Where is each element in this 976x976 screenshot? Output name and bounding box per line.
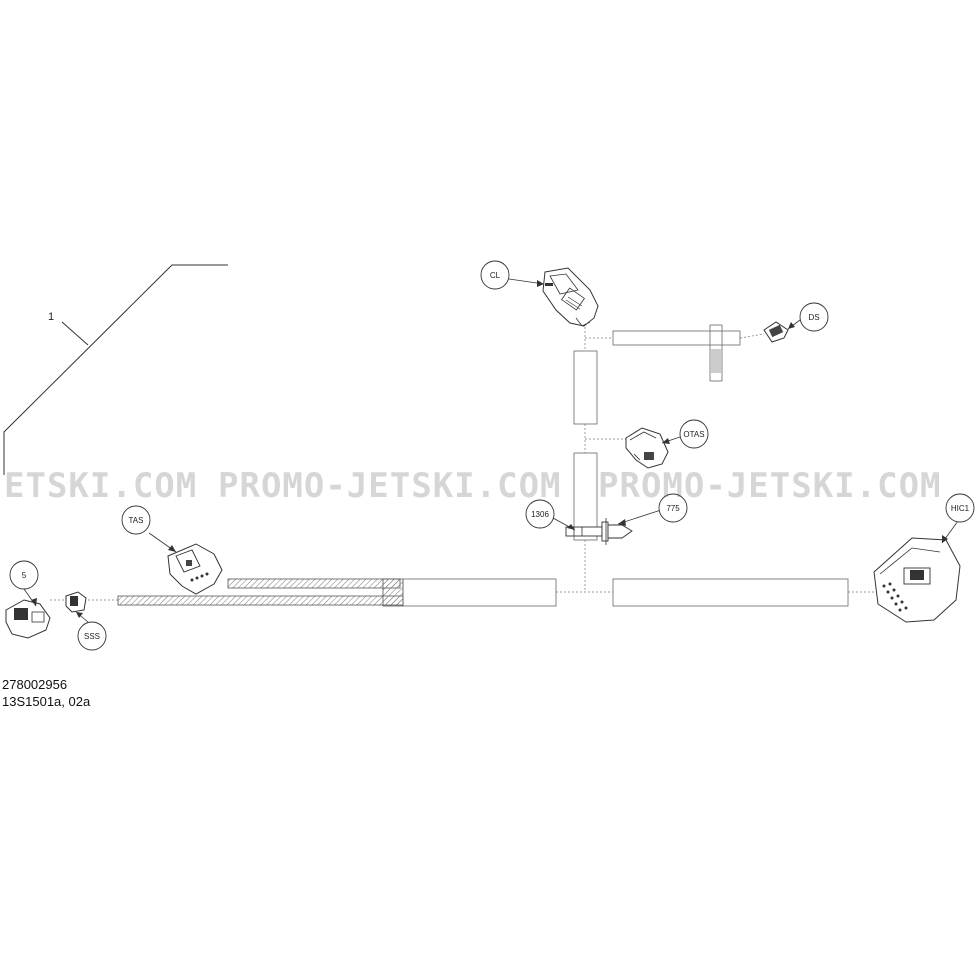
hic1-connector [873, 537, 961, 623]
callout-ds: DS [799, 302, 829, 332]
otas-sensor [625, 427, 669, 469]
callout-tas: TAS [121, 505, 151, 535]
callout-hic1: HIC1 [945, 493, 975, 523]
callout-775: 775 [658, 493, 688, 523]
tas-connector [167, 543, 223, 595]
callout-hic1-label: HIC1 [951, 504, 970, 513]
ds-branch [612, 324, 765, 382]
callout-tas-label: TAS [129, 516, 144, 525]
sss-connector [65, 591, 87, 613]
callout-1306-label: 1306 [531, 510, 549, 519]
callout-ds-label: DS [808, 313, 819, 322]
callout-sss: SSS [77, 621, 107, 651]
callout-775-label: 775 [666, 504, 680, 513]
item-1-leader: 1 [3, 264, 228, 475]
callout-otas: OTAS [679, 419, 709, 449]
vertical-branch [573, 295, 632, 592]
part-number: 278002956 [2, 677, 68, 692]
callout-sss-label: SSS [84, 632, 100, 641]
callout-5: 5 [9, 560, 39, 590]
callout-cl-label: CL [490, 271, 501, 280]
callout-arrowheads [31, 280, 948, 618]
callout-5-label: 5 [22, 571, 27, 580]
item-5-connector [5, 599, 51, 639]
callout-cl: CL [480, 260, 510, 290]
callout-1306: 1306 [525, 499, 555, 529]
drawing-reference: 13S1501a, 02a [2, 694, 91, 709]
ds-connector [763, 321, 789, 343]
cl-connector [542, 267, 599, 327]
temperature-sensor-assembly [565, 518, 633, 545]
item-number-1: 1 [48, 311, 54, 323]
callout-otas-label: OTAS [683, 430, 704, 439]
main-trunk [50, 578, 874, 607]
